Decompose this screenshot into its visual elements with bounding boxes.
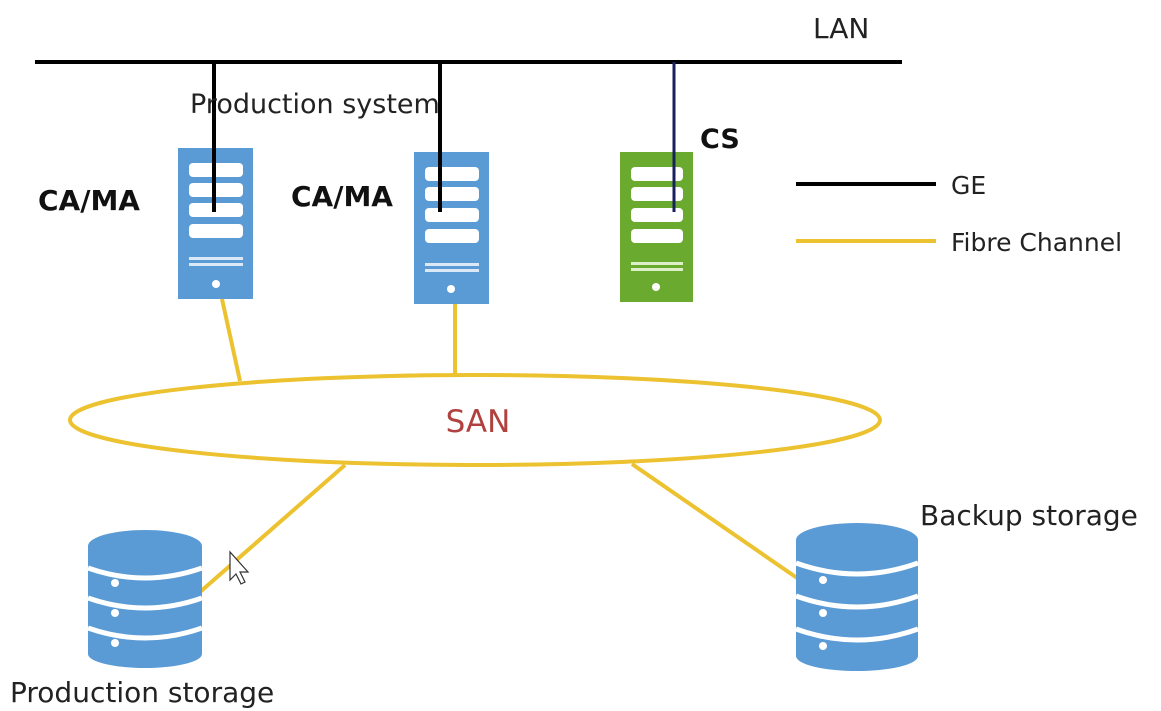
backup-storage-label: Backup storage: [920, 499, 1138, 532]
production-storage-label: Production storage: [10, 676, 274, 709]
legend-fibre-label: Fibre Channel: [951, 228, 1122, 257]
fibre-link-production-storage: [198, 463, 347, 594]
database-icon: [87, 530, 203, 668]
server2-label: CA/MA: [291, 180, 393, 213]
fibre-link-server1: [220, 298, 242, 382]
database-icon: [795, 523, 919, 671]
server-icon: [414, 152, 489, 304]
lan-label: LAN: [813, 12, 869, 45]
fibre-links: [198, 298, 802, 594]
san-label: SAN: [446, 404, 511, 440]
legend-ge-label: GE: [951, 171, 986, 200]
server1-label: CA/MA: [38, 184, 140, 217]
mouse-cursor-icon: [229, 550, 250, 585]
legend: GE Fibre Channel: [796, 171, 1122, 257]
san-ellipse: [68, 373, 882, 467]
server-icon: [620, 152, 693, 302]
server3-label: CS: [700, 124, 740, 155]
production-system-label: Production system: [190, 89, 440, 120]
fibre-link-backup-storage: [630, 462, 802, 582]
